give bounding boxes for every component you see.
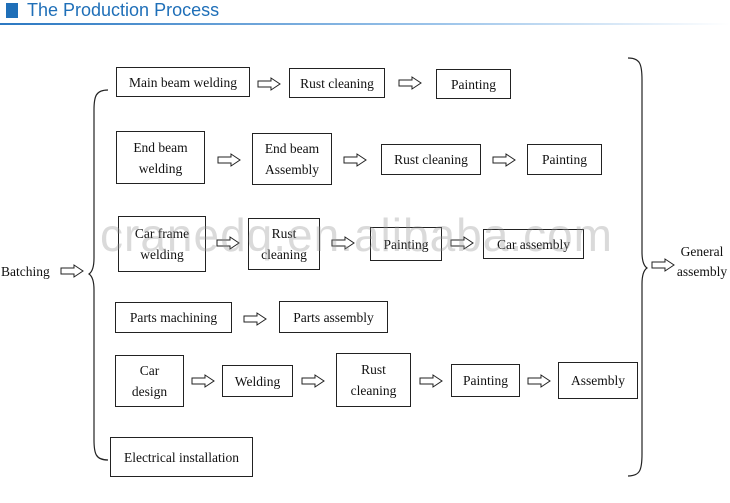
step-car-design: Car design <box>115 355 184 407</box>
step-label: Painting <box>462 373 508 388</box>
step-car-assembly: Car assembly <box>483 229 584 259</box>
page-header: The Production Process <box>0 0 730 25</box>
step-label-line2: Assembly <box>264 162 319 177</box>
left-brace <box>88 89 109 461</box>
end-label-line1: General <box>680 244 724 259</box>
step-label: Painting <box>450 76 496 92</box>
general-assembly-label: General assembly <box>674 242 730 282</box>
step-label-line1: End beam <box>264 141 320 156</box>
step-parts-assembly: Parts assembly <box>279 301 388 333</box>
step-label: Welding <box>234 373 281 389</box>
step-electrical-installation: Electrical installation <box>110 437 253 477</box>
arrow-icon <box>301 374 325 388</box>
arrow-icon <box>419 374 443 388</box>
arrow-icon <box>331 236 355 250</box>
step-label-line2: cleaning <box>350 383 397 398</box>
step-welding: Welding <box>222 365 293 397</box>
step-car-frame-welding: Car frame welding <box>118 216 206 272</box>
header-marker <box>6 3 18 18</box>
step-label-line1: Rust <box>361 362 386 377</box>
step-rust-cleaning: Rust cleaning <box>289 68 385 98</box>
step-painting: Painting <box>527 144 602 175</box>
arrow-icon <box>492 153 516 167</box>
step-label: Rust cleaning <box>394 152 468 167</box>
step-label: Painting <box>541 152 587 167</box>
arrow-icon <box>217 153 241 167</box>
arrow-icon <box>527 374 551 388</box>
right-brace <box>627 57 648 477</box>
step-label: Assembly <box>571 373 625 388</box>
step-rust-cleaning: Rust cleaning <box>381 144 481 175</box>
arrow-icon <box>243 312 267 326</box>
step-label: Parts assembly <box>293 309 374 325</box>
step-label-line1: Rust <box>271 226 297 241</box>
step-label-line2: welding <box>140 247 184 262</box>
step-label-line2: design <box>131 384 168 399</box>
step-painting: Painting <box>451 364 520 397</box>
arrow-icon <box>216 236 240 250</box>
step-label: Rust cleaning <box>300 75 374 91</box>
step-end-beam-welding: End beam welding <box>116 131 205 184</box>
step-label: Painting <box>383 236 429 252</box>
step-label-line1: Car <box>139 363 160 378</box>
step-assembly: Assembly <box>558 362 638 399</box>
step-label: Main beam welding <box>129 74 237 90</box>
step-painting: Painting <box>370 227 442 261</box>
header-divider <box>0 23 730 25</box>
step-label-line1: Car frame <box>134 226 190 241</box>
end-label-line2: assembly <box>676 264 728 279</box>
arrow-icon <box>651 258 675 272</box>
arrow-icon <box>257 77 281 91</box>
step-label: Parts machining <box>129 310 218 325</box>
step-label: Car assembly <box>496 236 571 252</box>
arrow-icon <box>343 153 367 167</box>
step-label: Electrical installation <box>123 449 240 465</box>
step-rust-cleaning: Rust cleaning <box>336 353 411 407</box>
batching-label: Batching <box>1 264 50 279</box>
arrow-icon <box>450 236 474 250</box>
step-rust-cleaning: Rust cleaning <box>248 218 320 270</box>
step-label-line1: End beam <box>133 139 188 155</box>
arrow-icon <box>191 374 215 388</box>
step-painting: Painting <box>436 69 511 99</box>
step-label-line2: welding <box>138 160 183 176</box>
arrow-icon <box>398 76 422 90</box>
arrow-icon <box>60 264 84 278</box>
step-main-beam-welding: Main beam welding <box>116 67 250 97</box>
page-title: The Production Process <box>27 0 220 20</box>
step-parts-machining: Parts machining <box>115 302 232 333</box>
step-label-line2: cleaning <box>261 247 307 262</box>
